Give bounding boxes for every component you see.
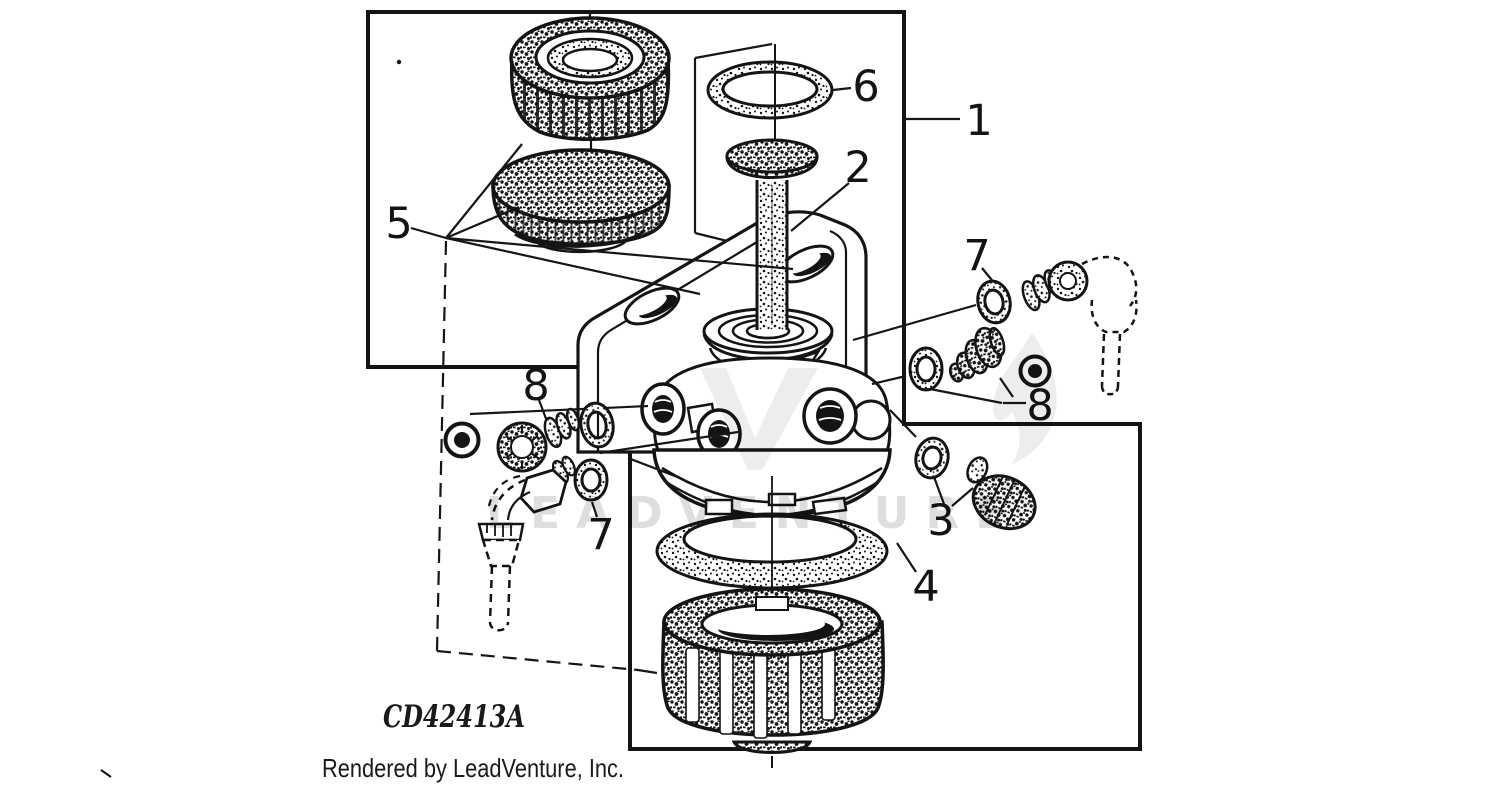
callout-8-right: 8 xyxy=(1026,381,1053,431)
callout-labels: 1 2 3 4 5 6 7 7 8 8 xyxy=(385,62,1053,612)
hidden-pipe-tip xyxy=(1100,385,1120,396)
callout-8-left: 8 xyxy=(522,361,549,411)
callout-1: 1 xyxy=(965,96,992,146)
sealing-washer-7-left xyxy=(573,458,609,502)
grommet-left xyxy=(443,421,481,459)
part-code: CD42413A xyxy=(383,699,525,735)
callout-4: 4 xyxy=(912,562,939,612)
knurled-ring-nut xyxy=(509,16,671,142)
standpipe xyxy=(725,138,819,340)
hidden-elbow xyxy=(1081,255,1138,307)
bowl-gasket xyxy=(655,476,889,596)
credit-line: Rendered by LeadVenture, Inc. xyxy=(322,753,624,783)
sealing-washer-3 xyxy=(914,436,950,480)
band-tab xyxy=(767,492,797,507)
cone-fitting-right xyxy=(948,326,1006,383)
band-tab xyxy=(811,496,848,516)
captions: CD42413A Rendered by LeadVenture, Inc. xyxy=(322,699,624,783)
callout-5: 5 xyxy=(385,199,412,249)
callout-7-left: 7 xyxy=(587,510,614,560)
drain-pipe-tip xyxy=(488,621,510,632)
bowl-top-tab xyxy=(755,596,789,611)
frame-outline xyxy=(366,10,1142,751)
callout-7-right: 7 xyxy=(963,231,990,281)
grommet-right xyxy=(1018,354,1052,388)
band-tab xyxy=(704,498,734,516)
sediment-bowl xyxy=(661,587,885,768)
pump-body xyxy=(640,356,892,460)
right-fitting-group xyxy=(908,255,1138,531)
elbow-collar xyxy=(477,522,525,542)
knurled-plug-left xyxy=(496,407,581,473)
stray-dot xyxy=(396,59,402,65)
elbow-fitting-right xyxy=(1021,255,1138,396)
filter-head-assembly xyxy=(640,138,892,518)
sealing-washer-8-right xyxy=(908,346,944,392)
left-fitting-group xyxy=(443,401,615,632)
bracket-slot-left xyxy=(623,286,681,326)
drain-funnel xyxy=(481,538,521,568)
stray-mark xyxy=(100,769,112,778)
filter-element xyxy=(491,148,671,254)
callout-3: 3 xyxy=(927,496,954,546)
callout-6: 6 xyxy=(852,62,879,112)
left-port xyxy=(640,382,686,436)
o-ring xyxy=(706,44,834,150)
leader-lines xyxy=(410,86,1026,675)
elbow-fitting-left xyxy=(477,455,576,632)
sealing-washer-7-right xyxy=(976,279,1012,325)
sealing-washer-8-left xyxy=(579,401,615,449)
right-port xyxy=(802,387,858,445)
side-boss xyxy=(850,399,892,441)
callout-2: 2 xyxy=(844,143,871,193)
plug-fitting-3 xyxy=(966,456,1037,531)
bowl-foot xyxy=(731,740,813,754)
